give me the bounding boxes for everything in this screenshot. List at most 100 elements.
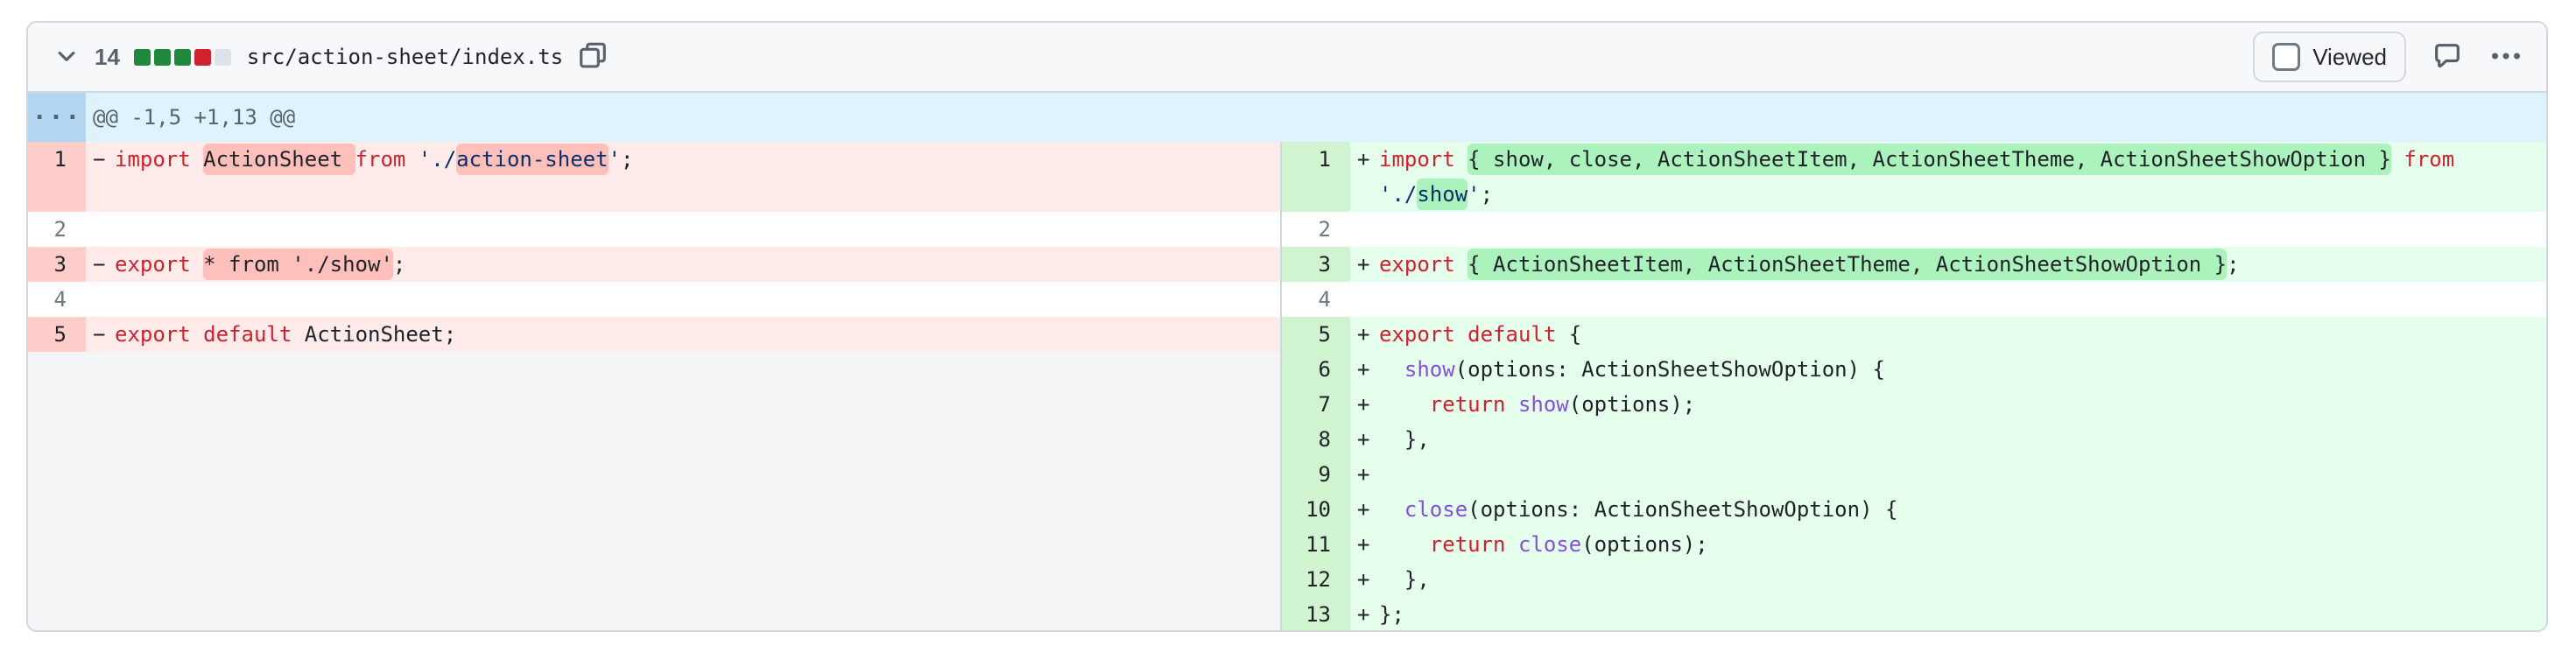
- right-code-line: [1350, 212, 2546, 247]
- left-code-line: [86, 562, 1280, 597]
- code-token: {: [1568, 322, 1582, 347]
- left-code-line: [86, 282, 1280, 317]
- code-token: [1379, 532, 1430, 557]
- code-token: ;: [2227, 252, 2240, 277]
- expand-hunk-button[interactable]: ···: [28, 93, 86, 142]
- file-path: src/action-sheet/index.ts: [246, 45, 564, 69]
- file-header: 14 src/action-sheet/index.ts Viewed: [28, 23, 2546, 93]
- code-token: ': [1467, 182, 1481, 207]
- code-token: close: [1404, 497, 1468, 522]
- right-code-line[interactable]: + return show(options);: [1350, 387, 2546, 422]
- right-line-number[interactable]: 13: [1280, 597, 1350, 630]
- right-line-number[interactable]: 1: [1280, 142, 1350, 212]
- chevron-down-icon: [54, 44, 79, 71]
- right-line-number[interactable]: 11: [1280, 527, 1350, 562]
- collapse-file-button[interactable]: [51, 41, 82, 73]
- changed-word: { show, close, ActionSheetItem, ActionSh…: [1467, 144, 2391, 175]
- right-code-line[interactable]: + },: [1350, 422, 2546, 457]
- right-line-number[interactable]: 10: [1280, 492, 1350, 527]
- split-diff: ··· @@ -1,5 +1,13 @@ 1−import ActionShee…: [28, 93, 2546, 630]
- left-code-line: [86, 457, 1280, 492]
- right-code-line[interactable]: + return close(options);: [1350, 527, 2546, 562]
- right-code-line[interactable]: +export default {: [1350, 317, 2546, 352]
- code-token: return: [1429, 532, 1506, 557]
- changed-word: { ActionSheetItem, ActionSheetTheme, Act…: [1467, 249, 2228, 280]
- right-line-number[interactable]: 9: [1280, 457, 1350, 492]
- changed-word: * from './show': [203, 249, 393, 280]
- left-line-number[interactable]: 1: [28, 142, 86, 212]
- file-options-button[interactable]: [2488, 39, 2523, 76]
- comment-button[interactable]: [2432, 41, 2462, 74]
- left-line-number: [28, 492, 86, 527]
- left-code-line[interactable]: −export default ActionSheet;: [86, 317, 1280, 352]
- diffstat-square: [133, 48, 151, 66]
- code-token: (options: ActionSheetShowOption) {: [1467, 497, 1898, 522]
- viewed-button[interactable]: Viewed: [2253, 32, 2406, 82]
- code-token: [1455, 252, 1467, 277]
- left-line-number[interactable]: 5: [28, 317, 86, 352]
- right-code-line[interactable]: + },: [1350, 562, 2546, 597]
- viewed-checkbox[interactable]: [2272, 43, 2301, 71]
- right-line-number[interactable]: 6: [1280, 352, 1350, 387]
- code-token: };: [1379, 602, 1404, 627]
- right-line-number[interactable]: 8: [1280, 422, 1350, 457]
- right-code-line[interactable]: + close(options: ActionSheetShowOption) …: [1350, 492, 2546, 527]
- left-code-line: [86, 352, 1280, 387]
- code-token: ActionSheet;: [304, 322, 457, 347]
- left-code-line[interactable]: −export * from './show';: [86, 247, 1280, 282]
- diffstat-squares: [133, 48, 231, 66]
- code-token: [191, 322, 203, 347]
- left-line-number[interactable]: 3: [28, 247, 86, 282]
- addition-marker: +: [1357, 602, 1370, 627]
- code-token: export: [1379, 322, 1455, 347]
- right-code-line[interactable]: + show(options: ActionSheetShowOption) {: [1350, 352, 2546, 387]
- code-token: return: [1429, 392, 1506, 417]
- right-line-number[interactable]: 7: [1280, 387, 1350, 422]
- viewed-label: Viewed: [2312, 43, 2387, 70]
- code-token: export: [115, 322, 191, 347]
- code-token: import: [115, 147, 191, 172]
- right-line-number[interactable]: 3: [1280, 247, 1350, 282]
- code-token: },: [1379, 427, 1430, 452]
- left-code-line: [86, 492, 1280, 527]
- left-line-number: [28, 457, 86, 492]
- code-token: [1556, 322, 1568, 347]
- right-line-number[interactable]: 2: [1280, 212, 1350, 247]
- addition-marker: +: [1357, 252, 1370, 277]
- right-code-line[interactable]: +};: [1350, 597, 2546, 630]
- left-code-line: [86, 527, 1280, 562]
- addition-marker: +: [1357, 427, 1370, 452]
- right-code-line[interactable]: +export { ActionSheetItem, ActionSheetTh…: [1350, 247, 2546, 282]
- right-code-line: [1350, 282, 2546, 317]
- right-line-number[interactable]: 5: [1280, 317, 1350, 352]
- addition-marker: +: [1357, 567, 1370, 592]
- right-code-line[interactable]: +: [1350, 457, 2546, 492]
- left-line-number: [28, 387, 86, 422]
- diffstat-square: [194, 48, 211, 66]
- left-code-line: [86, 597, 1280, 630]
- left-line-number[interactable]: 4: [53, 287, 67, 312]
- code-token: import: [1379, 147, 1455, 172]
- addition-marker: +: [1357, 392, 1370, 417]
- left-line-number: [28, 352, 86, 387]
- left-code-line: [86, 387, 1280, 422]
- code-token: [405, 147, 418, 172]
- left-line-number[interactable]: 2: [53, 217, 67, 242]
- addition-marker: +: [1357, 497, 1370, 522]
- deletion-marker: −: [93, 252, 106, 277]
- code-token: [1379, 497, 1404, 522]
- addition-marker: +: [1357, 532, 1370, 557]
- addition-marker: +: [1357, 357, 1370, 382]
- changed-lines-count: 14: [95, 43, 120, 70]
- code-token: [1506, 532, 1518, 557]
- right-line-number[interactable]: 4: [1280, 282, 1350, 317]
- left-code-line[interactable]: −import ActionSheet from './action-sheet…: [86, 142, 1280, 212]
- code-token: export: [115, 252, 191, 277]
- right-line-number[interactable]: 12: [1280, 562, 1350, 597]
- right-code-line[interactable]: +import { show, close, ActionSheetItem, …: [1350, 142, 2546, 212]
- diffstat-square: [153, 48, 171, 66]
- copy-icon: [577, 40, 609, 74]
- code-token: show: [1517, 392, 1569, 417]
- copy-path-button[interactable]: [577, 40, 609, 74]
- hunk-header-row: ··· @@ -1,5 +1,13 @@: [28, 93, 2546, 142]
